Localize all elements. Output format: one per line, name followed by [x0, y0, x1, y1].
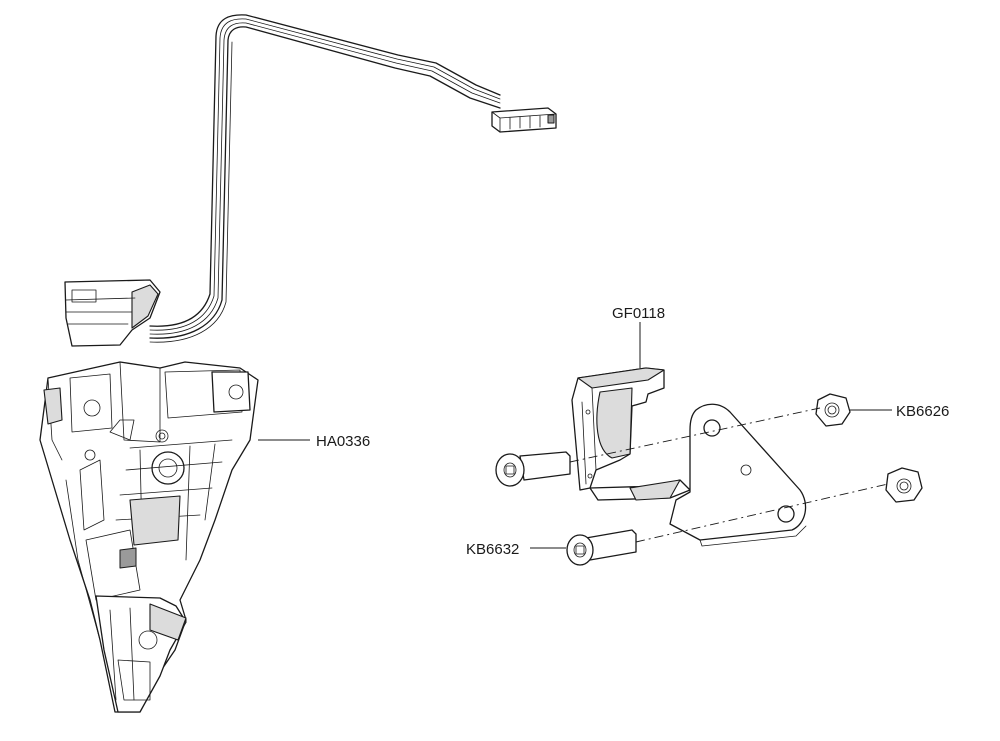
ribbon-cable	[149, 14, 501, 343]
centerline-lower	[635, 483, 889, 543]
label-kb6626: KB6626	[896, 403, 949, 420]
nut-lower	[885, 467, 923, 503]
label-gf0118: GF0118	[612, 305, 665, 322]
bolt-lower	[566, 529, 637, 566]
centerline-upper	[569, 407, 821, 463]
housing-ha0336	[39, 279, 259, 713]
bolt-upper	[495, 451, 571, 487]
nut-upper	[815, 393, 851, 427]
connector	[491, 107, 557, 133]
label-kb6632: KB6632	[466, 541, 519, 558]
bracket-gf0118	[571, 367, 691, 501]
label-ha0336: HA0336	[316, 433, 370, 450]
